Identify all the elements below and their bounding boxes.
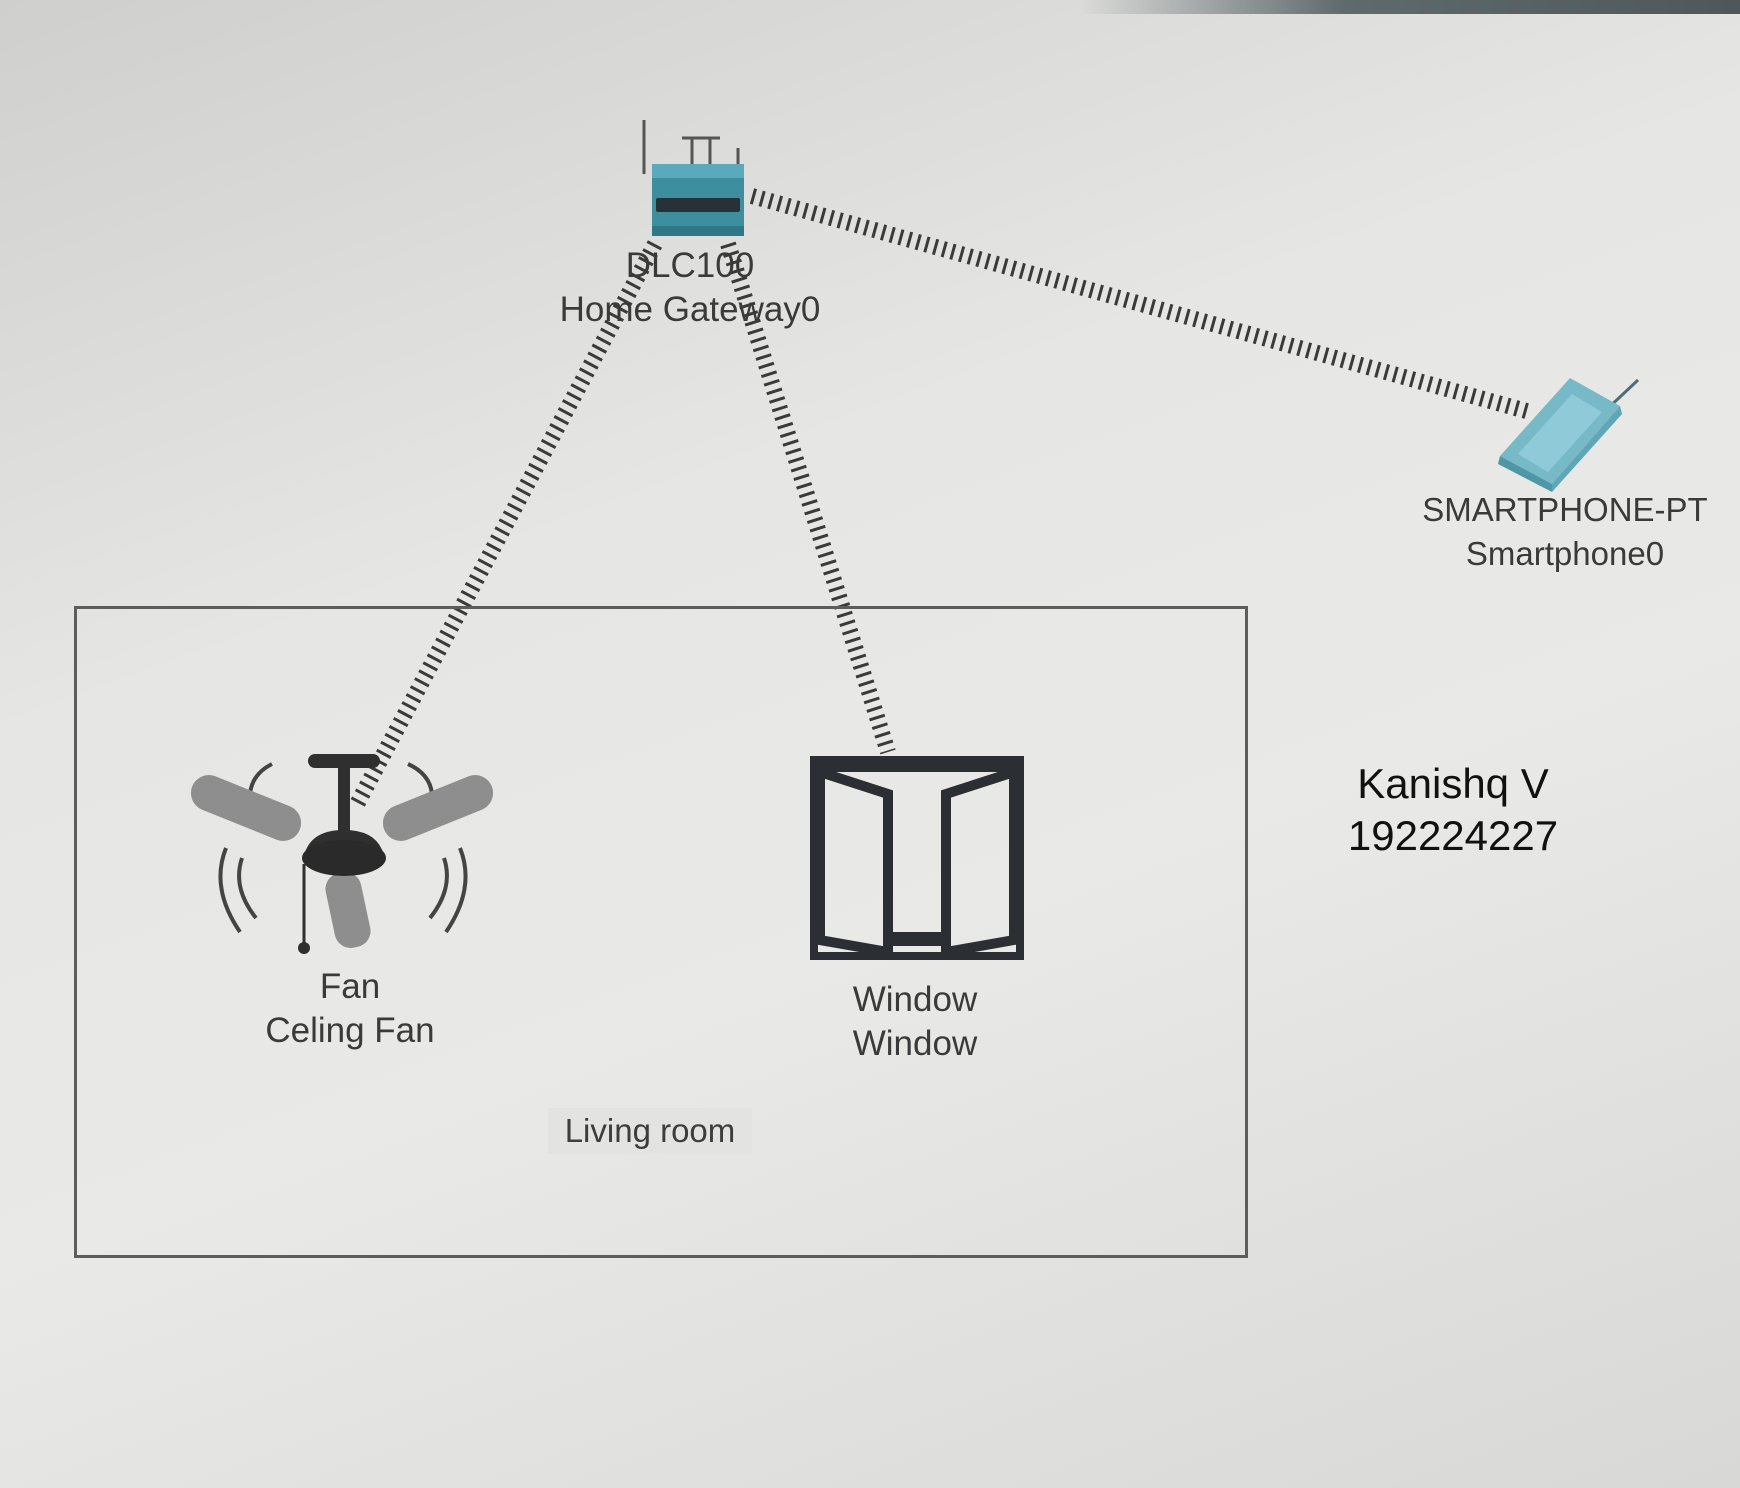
wireless-link-gateway-smartphone — [749, 188, 1533, 420]
window-name: Window — [852, 1024, 978, 1063]
author-id: 192224227 — [1347, 812, 1559, 859]
smartphone-label: SMARTPHONE-PT Smartphone0 — [1400, 488, 1730, 576]
home-gateway-name: Home Gateway0 — [559, 290, 821, 329]
home-gateway-label: DLC100 Home Gateway0 — [520, 244, 860, 332]
fan-label: Fan Celing Fan — [210, 965, 490, 1053]
smartphone-icon[interactable] — [1486, 372, 1646, 492]
ceiling-fan-icon[interactable] — [180, 748, 506, 960]
wireless-link-gateway-fan — [347, 240, 663, 812]
author-name: Kanishq V — [1357, 760, 1549, 807]
window-label: Window Window — [790, 978, 1040, 1066]
window-icon[interactable] — [810, 756, 1024, 960]
author-note[interactable]: Kanishq V 192224227 — [1318, 758, 1588, 862]
window-model: Window — [852, 980, 978, 1019]
living-room-area[interactable] — [74, 606, 1248, 1258]
smartphone-model: SMARTPHONE-PT — [1422, 491, 1708, 528]
window-top-edge — [1080, 0, 1740, 14]
fan-name: Celing Fan — [265, 1011, 435, 1050]
home-gateway-icon[interactable] — [636, 114, 754, 244]
smartphone-name: Smartphone0 — [1465, 535, 1665, 572]
wireless-link-gateway-window — [720, 241, 896, 755]
living-room-label: Living room — [548, 1108, 752, 1154]
home-gateway-model: DLC100 — [625, 246, 755, 285]
fan-model: Fan — [319, 967, 381, 1006]
